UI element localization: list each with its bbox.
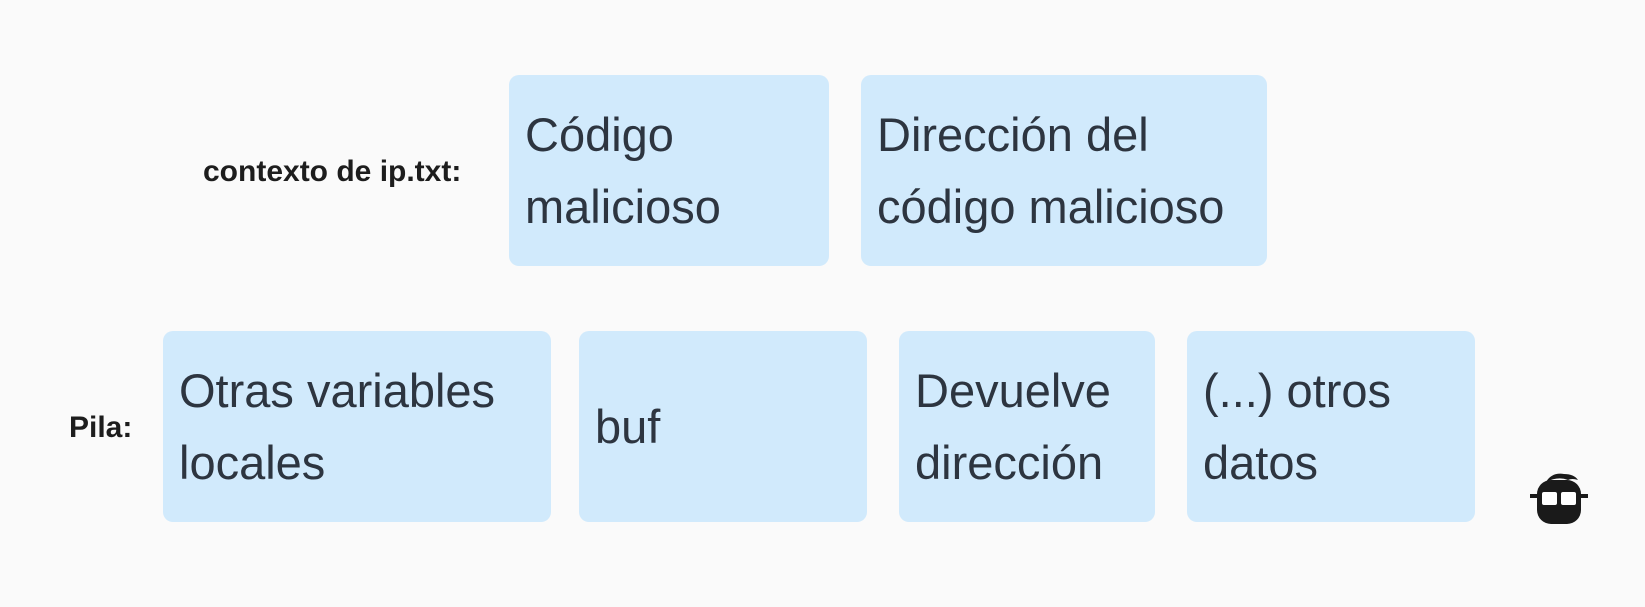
stack-box-return-address: Devuelve dirección — [899, 331, 1155, 522]
context-box-malicious-code-text: Código malicioso — [525, 107, 721, 233]
context-box-malicious-code-address: Dirección del código malicioso — [861, 75, 1267, 266]
stack-box-other-local-variables-text: Otras variables locales — [179, 363, 496, 489]
stack-box-other-data: (...) otros datos — [1187, 331, 1475, 522]
context-box-malicious-code: Código malicioso — [509, 75, 829, 266]
stack-row-label: Pila: — [69, 411, 133, 444]
stack-box-buf: buf — [579, 331, 867, 522]
stack-box-buf-text: buf — [595, 399, 661, 453]
context-box-malicious-code-address-text: Dirección del código malicioso — [877, 107, 1225, 233]
context-row-label: contexto de ip.txt: — [203, 155, 462, 188]
geek-mascot-icon — [1530, 473, 1588, 524]
stack-box-return-address-text: Devuelve dirección — [915, 363, 1111, 489]
stack-box-other-data-text: (...) otros datos — [1203, 363, 1392, 489]
stack-box-other-local-variables: Otras variables locales — [163, 331, 551, 522]
